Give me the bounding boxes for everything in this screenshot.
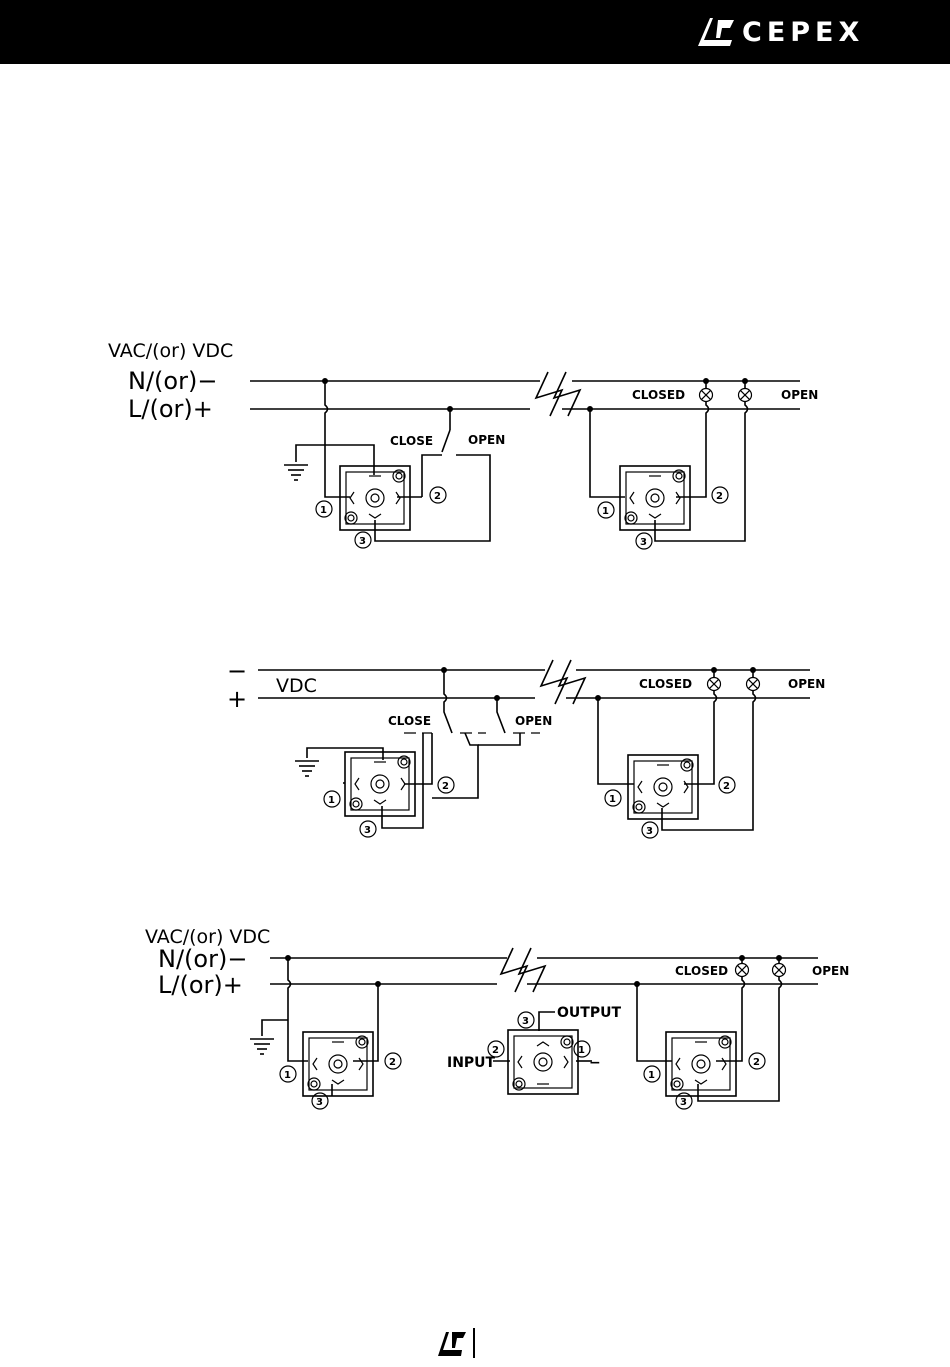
plus-label: + <box>227 685 247 713</box>
line-n-label: N/(or)− <box>158 945 247 973</box>
terminal-3-label: 3 <box>522 1016 529 1027</box>
minus-label: − <box>227 657 247 685</box>
close-label: CLOSE <box>390 434 433 448</box>
terminal-1-label: 1 <box>602 506 609 517</box>
line-n-label: N/(or)− <box>128 367 217 395</box>
terminal-2-label: 2 <box>492 1045 499 1056</box>
open-lamp-label: OPEN <box>781 388 818 402</box>
terminal-1-label: 1 <box>320 505 327 516</box>
supply-label: VAC/(or) VDC <box>108 340 233 362</box>
diagram-1: VAC/(or) VDC N/(or)− L/(or)+ CLOSE OPEN … <box>108 340 818 549</box>
closed-lamp-label: CLOSED <box>639 677 692 691</box>
terminal-3-label: 3 <box>316 1097 323 1108</box>
supply-label: VDC <box>276 675 317 697</box>
minus-label: − <box>589 1055 601 1071</box>
diagram-3: VAC/(or) VDC N/(or)− L/(or)+ 1 2 3 INPUT… <box>145 926 849 1109</box>
terminal-2-label: 2 <box>389 1057 396 1068</box>
terminal-3-label: 3 <box>646 826 653 837</box>
open-switch-label: OPEN <box>515 714 552 728</box>
terminal-2-label: 2 <box>442 781 449 792</box>
terminal-2-label: 2 <box>753 1057 760 1068</box>
line-l-label: L/(or)+ <box>128 395 213 423</box>
closed-lamp-label: CLOSED <box>675 964 728 978</box>
open-lamp-label: OPEN <box>812 964 849 978</box>
terminal-1-label: 1 <box>609 794 616 805</box>
terminal-2-label: 2 <box>723 781 730 792</box>
terminal-1-label: 1 <box>284 1070 291 1081</box>
line-l-label: L/(or)+ <box>158 971 243 999</box>
terminal-1-label: 1 <box>578 1045 585 1056</box>
terminal-3-label: 3 <box>680 1097 687 1108</box>
terminal-3-label: 3 <box>364 825 371 836</box>
terminal-2-label: 2 <box>716 491 723 502</box>
output-label: OUTPUT <box>557 1005 621 1021</box>
terminal-3-label: 3 <box>640 537 647 548</box>
terminal-1-label: 1 <box>648 1070 655 1081</box>
diagram-2: − + VDC CLOSE OPEN 1 2 3 <box>227 657 825 838</box>
cepex-logo-icon <box>436 1328 480 1358</box>
open-switch-label: OPEN <box>468 433 505 447</box>
closed-lamp-label: CLOSED <box>632 388 685 402</box>
terminal-2-label: 2 <box>434 491 441 502</box>
close-label: CLOSE <box>388 714 431 728</box>
open-lamp-label: OPEN <box>788 677 825 691</box>
terminal-3-label: 3 <box>359 536 366 547</box>
input-label: INPUT <box>447 1055 496 1071</box>
terminal-1-label: 1 <box>328 795 335 806</box>
